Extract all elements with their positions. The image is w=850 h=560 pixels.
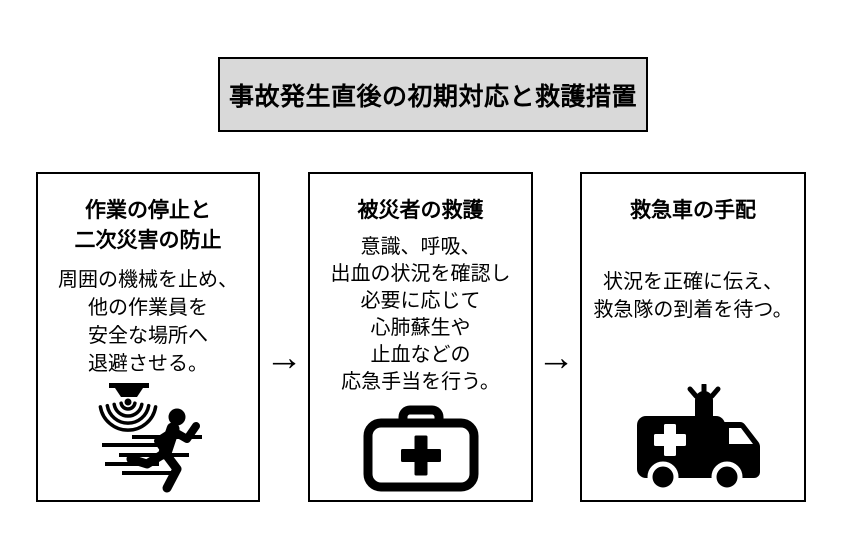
step-box-call-ambulance: 救急車の手配 状況を正確に伝え、 救急隊の到着を待つ。 xyxy=(580,172,806,502)
step-body: 周囲の機械を止め、 他の作業員を 安全な場所へ 退避させる。 xyxy=(58,269,238,375)
step-heading: 作業の停止と 二次災害の防止 xyxy=(74,199,222,252)
flow-arrow-2: → xyxy=(537,337,575,379)
step-heading: 被災者の救護 xyxy=(357,199,484,222)
step-box-work-stop: 作業の停止と 二次災害の防止 周囲の機械を止め、 他の作業員を 安全な場所へ 退… xyxy=(36,172,260,502)
diagram-title: 事故発生直後の初期対応と救護措置 xyxy=(218,57,648,132)
flow-arrow-1: → xyxy=(265,337,303,379)
first-aid-kit-icon xyxy=(310,400,531,492)
step-body: 意識、呼吸、 出血の状況を確認し 必要に応じて 心肺蘇生や 止血などの 応急手当… xyxy=(330,236,511,393)
step-box-victim-rescue: 被災者の救護 意識、呼吸、 出血の状況を確認し 必要に応じて 心肺蘇生や 止血な… xyxy=(308,172,533,502)
step-body: 状況を正確に伝え、 救急隊の到着を待つ。 xyxy=(593,271,793,321)
ambulance-icon xyxy=(582,384,804,494)
step-heading: 救急車の手配 xyxy=(630,199,756,222)
evacuation-alarm-runner-icon xyxy=(38,382,258,496)
